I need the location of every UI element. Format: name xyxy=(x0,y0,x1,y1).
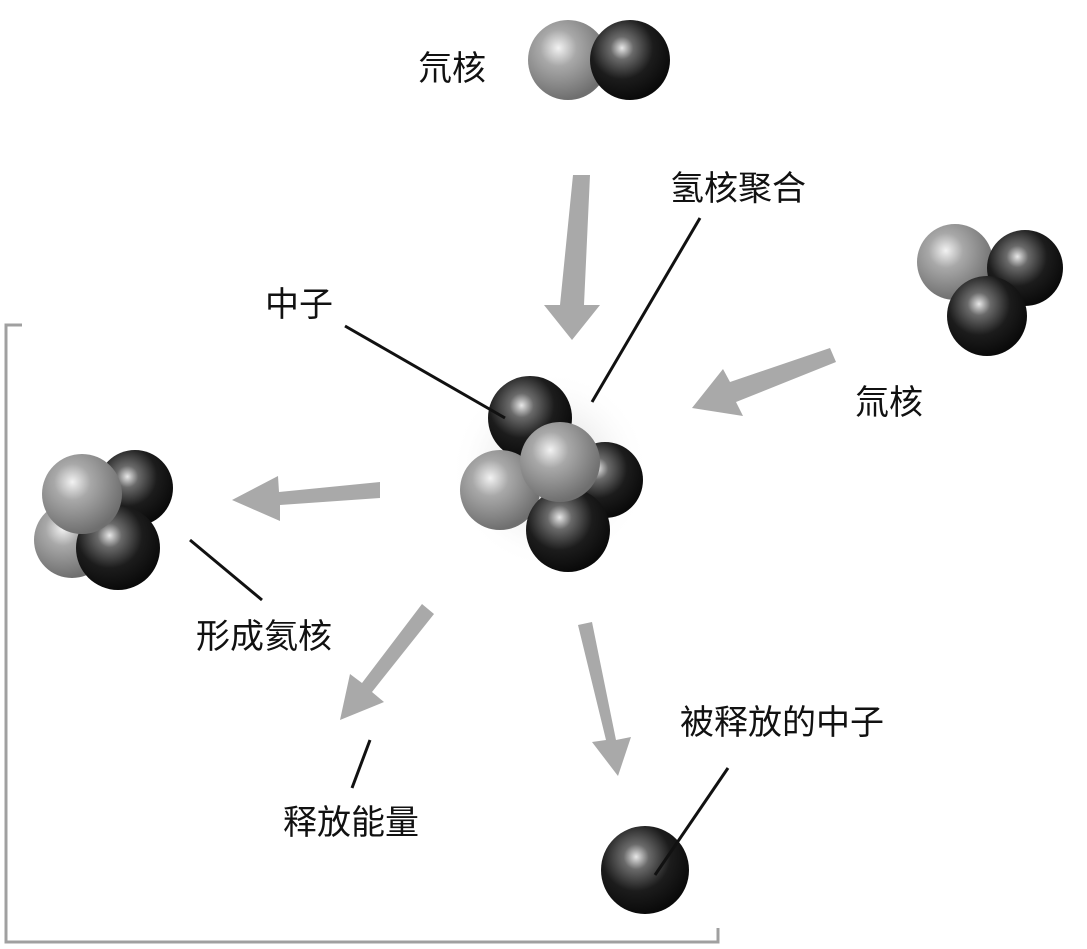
label-deuterium-top: 氘核 xyxy=(418,49,486,89)
arrow-icon xyxy=(692,348,836,416)
leader-line-neutron xyxy=(344,324,506,420)
leader-line-fusion xyxy=(590,217,702,403)
nucleon-sphere-icon xyxy=(42,454,122,534)
nucleon-sphere-icon xyxy=(590,20,670,100)
leader-line-helium xyxy=(189,538,263,602)
label-neutron: 中子 xyxy=(265,285,333,325)
label-released-neutron: 被释放的中子 xyxy=(680,703,884,743)
helium-nucleus xyxy=(34,450,173,590)
arrow-icon xyxy=(232,476,380,521)
fusion-cluster xyxy=(450,370,650,572)
nucleon-sphere-icon xyxy=(947,276,1027,356)
deuterium-nucleus-top xyxy=(528,20,670,100)
nucleon-sphere-icon xyxy=(520,422,600,502)
tritium-nucleus-right xyxy=(917,224,1063,356)
released-neutron-sphere xyxy=(601,826,689,914)
label-helium: 形成氦核 xyxy=(196,617,332,657)
bracket-frame xyxy=(4,323,720,944)
arrow-icon xyxy=(578,622,631,776)
nucleon-sphere-icon xyxy=(528,20,608,100)
label-tritium-right: 氚核 xyxy=(855,383,923,423)
arrow-icon xyxy=(544,175,600,340)
label-energy: 释放能量 xyxy=(283,803,419,843)
label-fusion: 氢核聚合 xyxy=(670,169,806,209)
nucleon-sphere-icon xyxy=(526,488,610,572)
leader-line-released-neutron xyxy=(653,767,730,876)
nucleon-sphere-icon xyxy=(460,450,540,530)
leader-line-energy xyxy=(350,739,372,789)
arrow-icon xyxy=(340,604,434,720)
